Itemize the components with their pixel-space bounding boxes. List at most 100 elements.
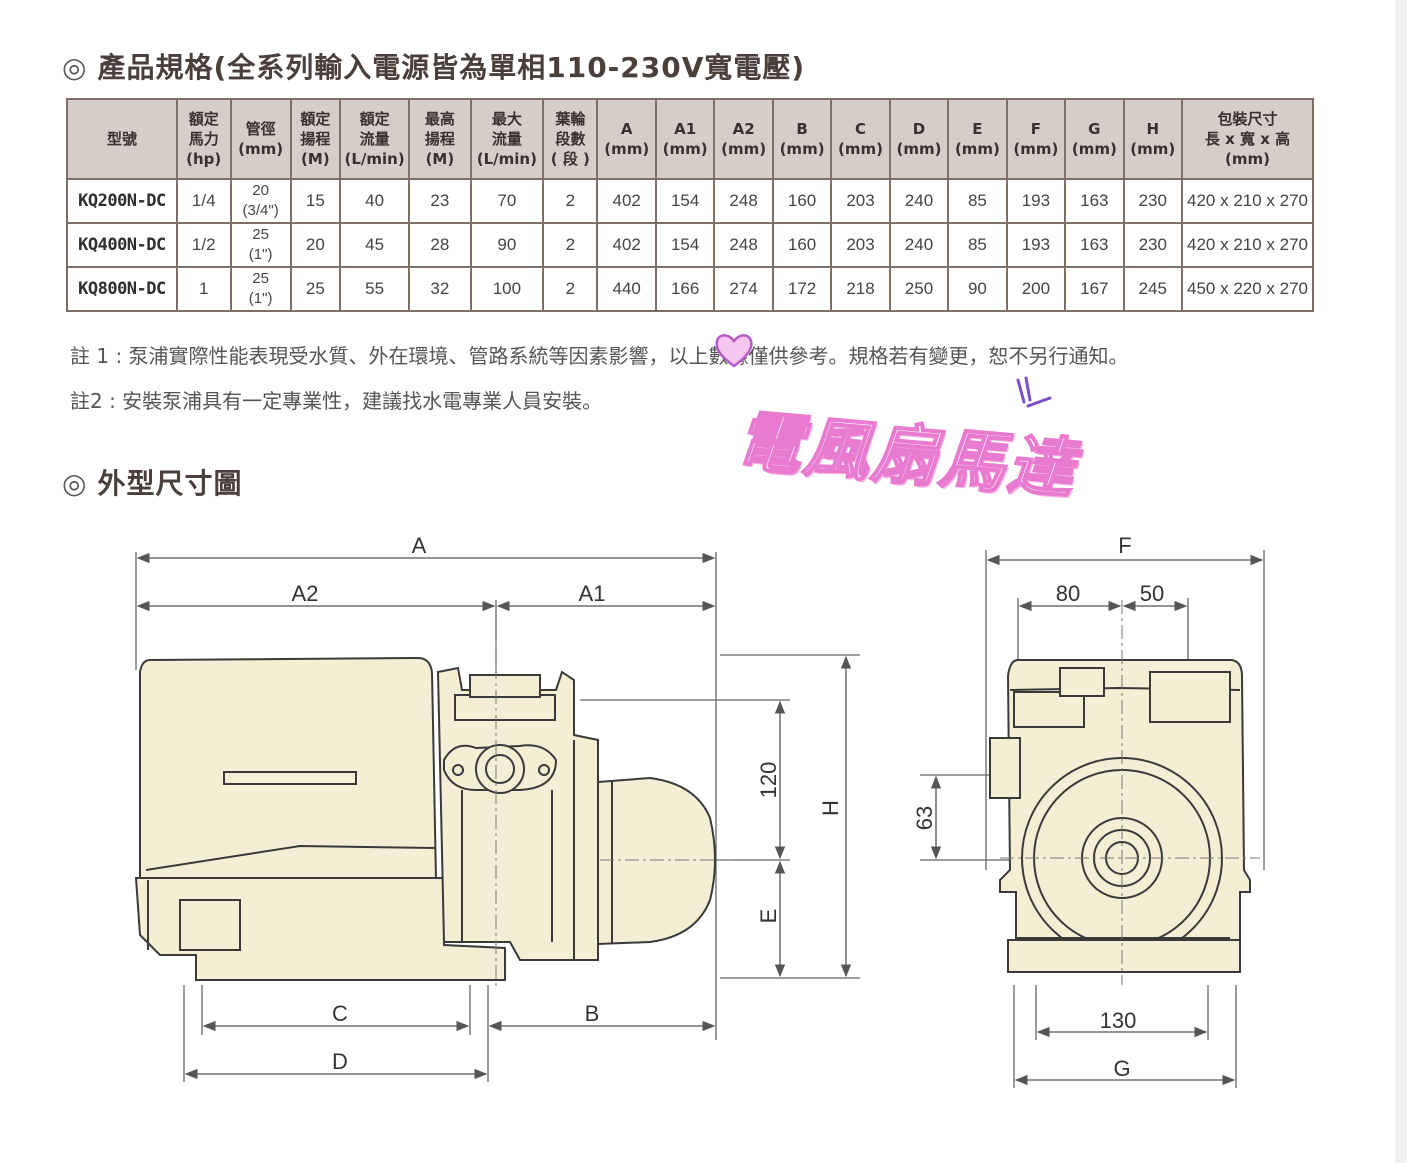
table-cell: 23 [408, 178, 472, 224]
column-header: A1 (mm) [654, 98, 716, 180]
dim-label-d: D [332, 1049, 348, 1074]
table-cell: 1/2 [175, 222, 232, 268]
column-header: 額定 馬力 (hp) [175, 98, 232, 180]
pump-front-view [989, 600, 1260, 985]
circle-mark-icon: ◎ [62, 467, 88, 500]
table-cell: 193 [1005, 222, 1067, 268]
spec-table: 型號額定 馬力 (hp)管徑 (mm)額定 揚程 (M)額定 流量 (L/min… [66, 98, 1314, 312]
note-2: 註2 : 安裝泵浦具有一定專業性，建議找水電專業人員安裝。 [70, 389, 603, 413]
dim-label-a: A [412, 533, 427, 558]
table-cell: 218 [830, 266, 891, 312]
dim-label-a1: A1 [579, 581, 606, 606]
table-cell: 154 [654, 222, 716, 268]
model-cell: KQ200N-DC [66, 178, 178, 224]
sparkle-icon [1016, 376, 1052, 408]
table-cell: 20 [289, 222, 342, 268]
table-cell: 154 [654, 178, 716, 224]
column-header: 額定 揚程 (M) [289, 98, 342, 180]
column-header: B (mm) [771, 98, 833, 180]
table-cell: 440 [596, 266, 657, 312]
column-header: 最高 揚程 (M) [408, 98, 472, 180]
table-cell: 240 [888, 178, 950, 224]
table-cell: 450 x 220 x 270 [1181, 266, 1314, 312]
table-cell: 1 [175, 266, 232, 312]
column-header: A2 (mm) [713, 98, 774, 180]
column-header: D (mm) [888, 98, 950, 180]
table-cell: 85 [947, 178, 1008, 224]
dim-label-130: 130 [1100, 1008, 1137, 1033]
dim-label-63: 63 [912, 806, 937, 830]
table-cell: 70 [469, 178, 545, 224]
dim-label-50: 50 [1140, 581, 1164, 606]
table-cell: 40 [339, 178, 411, 224]
table-cell: 85 [947, 222, 1008, 268]
table-cell: 163 [1064, 222, 1125, 268]
table-cell: 2 [542, 266, 599, 312]
table-cell: 90 [469, 222, 545, 268]
column-header: 包裝尺寸 長 x 寬 x 高 (mm) [1181, 98, 1314, 180]
table-cell: 15 [289, 178, 342, 224]
table-cell: 160 [771, 222, 833, 268]
dim-label-120: 120 [756, 762, 781, 799]
table-cell: 25 (1") [229, 222, 292, 268]
table-cell: 420 x 210 x 270 [1181, 222, 1314, 268]
column-header: 葉輪 段數 ( 段 ) [542, 98, 599, 180]
column-header: H (mm) [1122, 98, 1184, 180]
table-cell: 172 [771, 266, 833, 312]
spec-title-text: 產品規格(全系列輸入電源皆為單相110-230V寬電壓) [97, 51, 806, 84]
model-cell: KQ400N-DC [66, 222, 178, 268]
table-cell: 230 [1122, 222, 1184, 268]
dim-label-f: F [1118, 533, 1131, 558]
table-cell: 32 [408, 266, 472, 312]
table-cell: 245 [1122, 266, 1184, 312]
column-header: 管徑 (mm) [229, 98, 292, 180]
table-cell: 203 [830, 178, 891, 224]
dim-label-h: H [818, 800, 843, 816]
table-cell: 420 x 210 x 270 [1181, 178, 1314, 224]
spec-section-title: ◎ 產品規格(全系列輸入電源皆為單相110-230V寬電壓) [62, 46, 805, 86]
dim-label-g: G [1113, 1056, 1130, 1081]
column-header: 型號 [66, 98, 178, 180]
table-cell: 28 [408, 222, 472, 268]
dim-label-c: C [332, 1001, 348, 1026]
table-cell: 402 [596, 178, 657, 224]
table-cell: 402 [596, 222, 657, 268]
dim-label-a2: A2 [292, 581, 319, 606]
heart-icon [715, 334, 753, 368]
table-cell: 1/4 [175, 178, 232, 224]
table-cell: 25 (1") [229, 266, 292, 312]
model-cell: KQ800N-DC [66, 266, 178, 312]
column-header: 最大 流量 (L/min) [469, 98, 545, 180]
table-cell: 166 [654, 266, 716, 312]
column-header: G (mm) [1064, 98, 1125, 180]
table-cell: 230 [1122, 178, 1184, 224]
table-cell: 2 [542, 222, 599, 268]
table-cell: 167 [1064, 266, 1125, 312]
table-cell: 248 [713, 178, 774, 224]
page-edge [1395, 0, 1407, 1163]
dim-label-e: E [756, 909, 781, 924]
table-cell: 250 [888, 266, 950, 312]
table-cell: 45 [339, 222, 411, 268]
table-cell: 55 [339, 266, 411, 312]
circle-mark-icon: ◎ [62, 51, 88, 84]
column-header: A (mm) [596, 98, 657, 180]
pump-side-view [134, 640, 730, 990]
table-cell: 200 [1005, 266, 1067, 312]
column-header: 額定 流量 (L/min) [339, 98, 411, 180]
table-cell: 90 [947, 266, 1008, 312]
dimension-title-text: 外型尺寸圖 [97, 467, 243, 500]
dim-label-b: B [585, 1001, 600, 1026]
column-header: F (mm) [1005, 98, 1067, 180]
dimension-section-title: ◎ 外型尺寸圖 [62, 462, 242, 502]
column-header: E (mm) [947, 98, 1008, 180]
table-header-row: 型號額定 馬力 (hp)管徑 (mm)額定 揚程 (M)額定 流量 (L/min… [66, 98, 1314, 180]
table-cell: 240 [888, 222, 950, 268]
table-cell: 25 [289, 266, 342, 312]
table-cell: 193 [1005, 178, 1067, 224]
table-cell: 274 [713, 266, 774, 312]
